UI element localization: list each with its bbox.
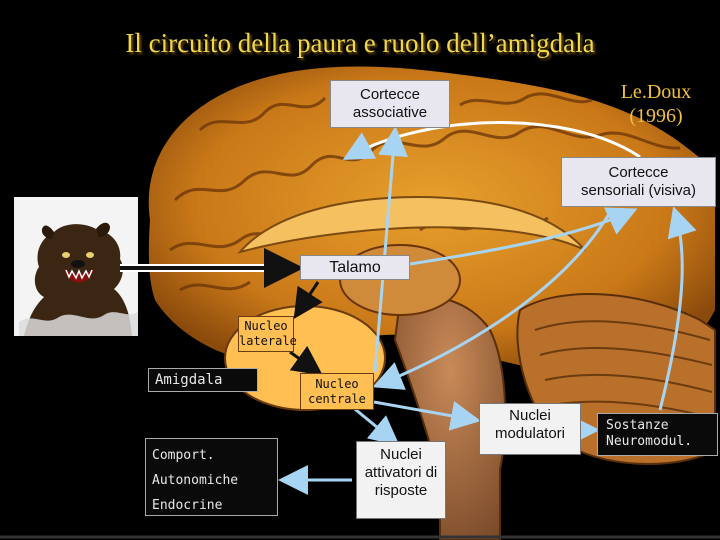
central-nucleus-line2: centrale [308,392,366,406]
modulator-nuclei-line2: modulatori [494,425,566,442]
associative-cortex-box: Cortecce associative [330,80,450,128]
slide-title: Il circuito della paura e ruolo dell’ami… [125,28,595,58]
modulator-nuclei-line1: Nuclei [509,407,551,424]
modulatory-to-sensory-cortex-arrow [658,206,697,411]
response-activators-box: Nuclei attivatori di risposte [356,441,446,519]
lateral-nucleus-box: Nucleo laterale [238,316,297,352]
sensory-cortex-line1: Cortecce [608,164,669,181]
author-year: (1996) [629,105,683,127]
central-to-activators-arrow [349,403,400,446]
associative-cortex-line2: associative [352,104,428,121]
central-to-modulators-arrow [373,400,481,431]
response-activators-line3: risposte [374,482,428,499]
thalamus-box: Talamo [300,255,410,280]
lateral-to-central-arrow [289,345,323,376]
central-nucleus-line1: Nucleo [315,377,359,391]
modulatory-substances-box: Sostanze Neuromodul. [597,413,718,456]
autonomic-responses-box: Comport. Autonomiche Endocrine [145,438,278,516]
modulator-nuclei-box: Nuclei modulatori [479,403,581,455]
author-name: Le.Doux [620,81,692,103]
response-activators-line2: attivatori di [364,464,438,481]
author-citation: Le.Doux (1996) [600,80,712,128]
lateral-to-associative-arrow [373,126,408,373]
autonomic-row-endocrine: Endocrine [152,498,223,513]
sensory-cortex-to-amygdala-arrow [372,208,614,390]
sensory-cortex-box: Cortecce sensoriali (visiva) [561,157,716,207]
lateral-nucleus-line2: laterale [239,334,297,348]
autonomic-row-autonomic: Autonomiche [152,473,239,488]
modulatory-substances-line1: Sostanze [606,418,669,433]
central-nucleus-box: Nucleo centrale [300,373,374,410]
lateral-nucleus-line1: Nucleo [244,319,288,333]
thalamus-to-lateral-arrow [293,281,323,320]
corpus-callosum [237,196,586,254]
response-activators-line1: Nuclei [380,446,422,463]
bear-icon [14,197,138,336]
thalamus-to-sensory-cortex-arrow [409,207,638,266]
autonomic-row-behavior: Comport. [152,448,215,463]
amygdala-label: Amigdala [148,368,258,392]
modulatory-substances-line2: Neuromodul. [606,434,693,449]
sensory-cortex-line2: sensoriali (visiva) [580,182,697,199]
associative-cortex-line1: Cortecce [359,86,421,103]
